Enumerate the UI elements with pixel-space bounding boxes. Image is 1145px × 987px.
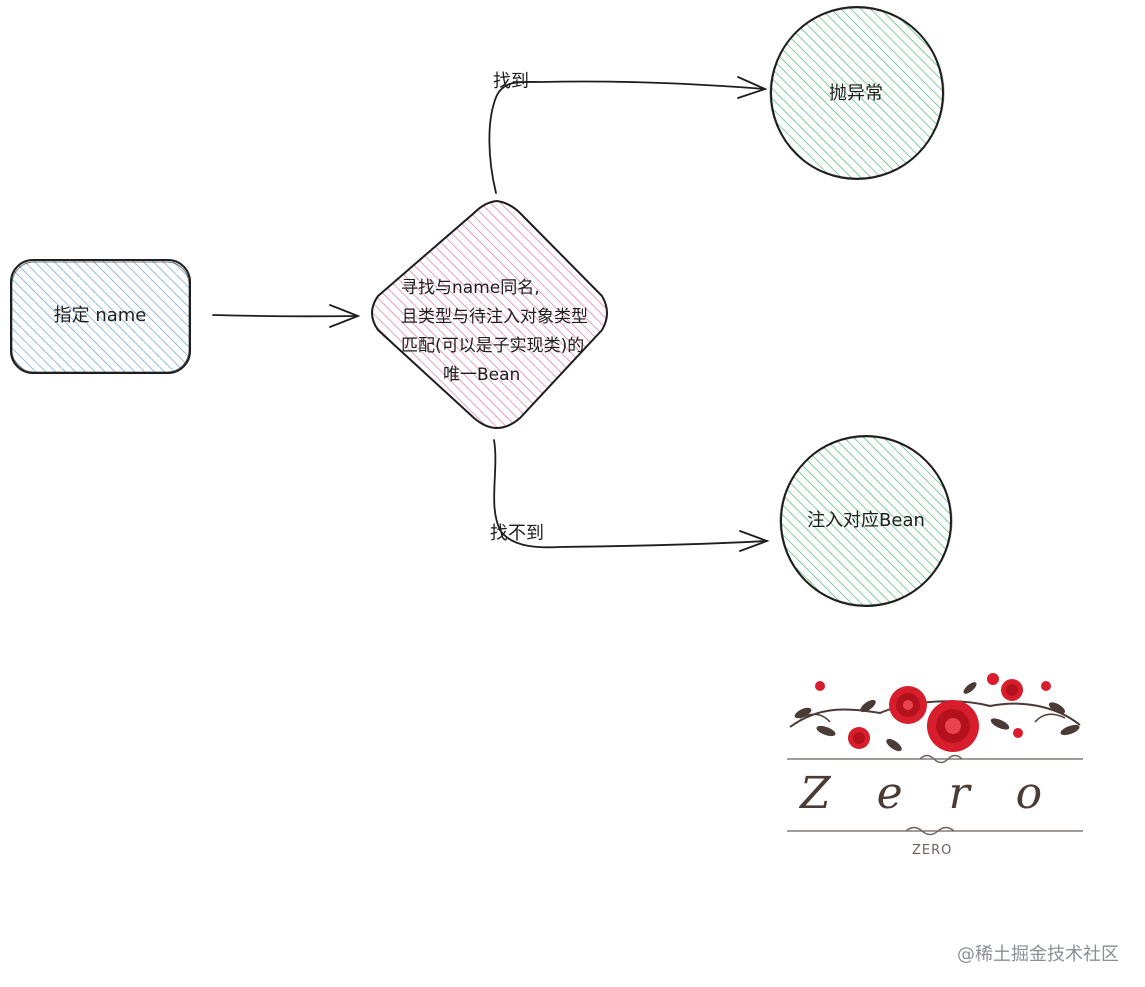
throw-node xyxy=(769,6,945,180)
edge-label-found: 找到 xyxy=(493,71,529,92)
decision-line-2: 且类型与待注入对象类型 xyxy=(401,307,588,327)
logo-rules xyxy=(787,754,1083,836)
decision-line-4: 唯一Bean xyxy=(443,365,521,385)
start-node-label: 指定 name xyxy=(53,305,147,327)
inject-node-label: 注入对应Bean xyxy=(807,510,925,532)
logo-subtitle: ZERO xyxy=(912,843,953,858)
arrow-not-found xyxy=(493,439,770,552)
decision-line-3: 匹配(可以是子实现类)的 xyxy=(401,336,585,356)
watermark: @稀土掘金技术社区 xyxy=(957,944,1119,965)
decision-node xyxy=(371,199,608,429)
inject-node xyxy=(779,435,953,607)
arrow-found xyxy=(488,76,768,194)
decision-line-1: 寻找与name同名, xyxy=(401,278,540,298)
logo-roses xyxy=(789,673,1081,752)
throw-node-label: 抛异常 xyxy=(829,83,883,105)
start-node xyxy=(10,259,191,374)
logo-word: Zero xyxy=(800,768,1089,819)
edge-label-not-found: 找不到 xyxy=(490,523,544,544)
arrow-start-to-decision xyxy=(212,304,361,328)
